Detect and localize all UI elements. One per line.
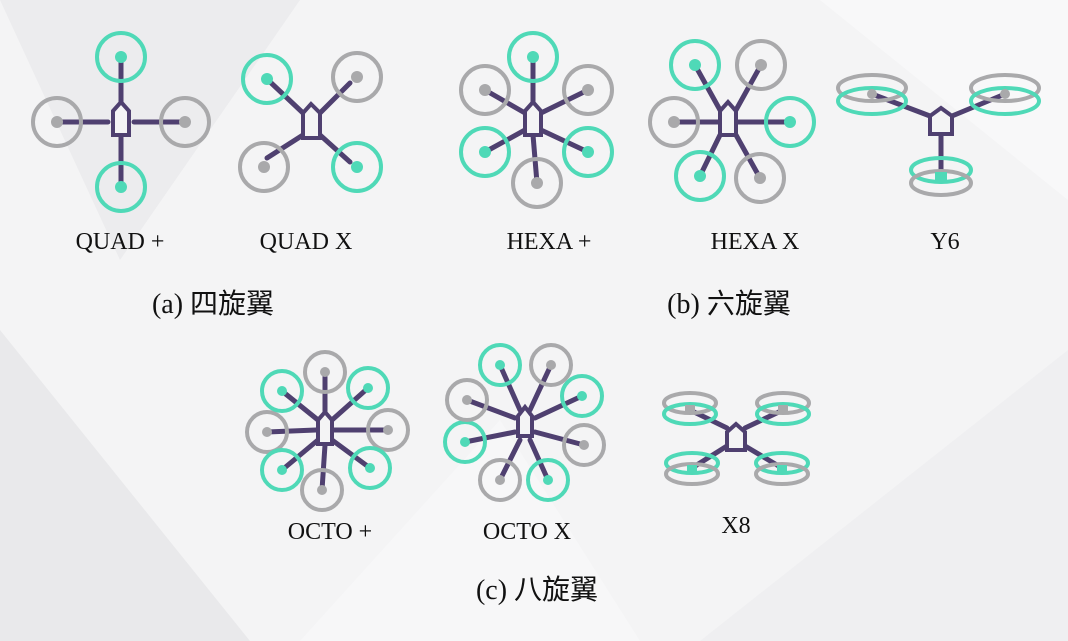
rotor-cw-icon [674,150,726,202]
rotor-cw-icon [331,141,383,193]
config-label-octo-x: OCTO X [482,519,572,545]
group-caption-prefix: (c) [475,575,508,606]
rotor-ccw-icon [529,343,573,387]
rotor-cw-icon [348,446,392,490]
config-label-x8: X8 [721,513,751,539]
y6-diagram [836,73,1041,197]
rotor-ccw-icon [300,468,344,512]
coaxial-rotor-icon [755,391,811,426]
rotor-ccw-icon [511,157,563,209]
rotor-ccw-icon [303,350,347,394]
config-label-quad-x: QUAD X [259,229,353,255]
rotor-cw-icon [260,448,304,492]
frame-body-icon [111,98,131,137]
rotor-cw-icon [260,369,304,413]
rotor-cw-icon [526,458,570,502]
rotor-ccw-icon [331,51,383,103]
hexa-plus-diagram [459,31,614,209]
octo-x-diagram [443,343,606,502]
rotor-cw-icon [764,96,816,148]
config-label-quad-plus: QUAD + [75,229,165,255]
rotor-cw-icon [560,374,604,418]
rotor-cw-icon [95,31,147,83]
frame-body-icon [301,101,322,140]
frame-body-icon [928,105,954,136]
group-caption-name: 六旋翼 [706,287,791,320]
rotor-cw-icon [459,126,511,178]
hexa-x-diagram [648,39,816,204]
quad-x-diagram [238,51,383,193]
rotor-ccw-icon [734,152,786,204]
group-caption-name: 八旋翼 [514,573,599,606]
rotor-cw-icon [669,39,721,91]
rotor-ccw-icon [238,141,290,193]
rotor-cw-icon [95,161,147,213]
frame-body-icon [516,403,534,438]
rotor-ccw-icon [159,96,211,148]
coaxial-rotor-icon [909,156,973,197]
rotor-cw-icon [507,31,559,83]
group-caption-name: 四旋翼 [190,287,275,320]
rotor-ccw-icon [366,408,410,452]
rotor-cw-icon [346,366,390,410]
octo-plus-diagram [245,350,410,512]
rotor-ccw-icon [31,96,83,148]
coaxial-rotor-icon [664,451,720,486]
x8-diagram [662,391,811,486]
rotor-ccw-icon [245,410,289,454]
config-label-y6: Y6 [930,229,960,255]
frame-body-icon [718,98,738,137]
config-label-hexa-x: HEXA X [710,229,800,255]
rotor-cw-icon [562,126,614,178]
rotor-ccw-icon [478,458,522,502]
rotor-ccw-icon [735,39,787,91]
config-label-octo-plus: OCTO + [287,519,373,545]
coaxial-rotor-icon [836,73,908,116]
frame-body-icon [725,421,747,452]
frame-body-icon [316,408,334,446]
rotor-ccw-icon [648,96,700,148]
coaxial-rotor-icon [969,73,1041,116]
coaxial-rotor-icon [754,451,810,486]
config-label-hexa-plus: HEXA + [506,229,592,255]
group-caption-prefix: (b) [667,289,700,320]
coaxial-rotor-icon [662,391,718,426]
rotor-ccw-icon [562,64,614,116]
rotor-cw-icon [241,53,293,105]
rotor-ccw-icon [459,64,511,116]
rotor-cw-icon [478,343,522,387]
frame-body-icon [523,98,543,137]
group-caption-prefix: (a) [151,289,184,320]
group-caption-b: (b) 六旋翼 [667,282,791,322]
rotor-ccw-icon [562,423,606,467]
group-caption-c: (c) 八旋翼 [476,568,598,608]
rotor-cw-icon [443,420,487,464]
group-caption-a: (a) 四旋翼 [152,282,274,322]
quad-plus-diagram [31,31,211,213]
rotor-ccw-icon [445,378,489,422]
